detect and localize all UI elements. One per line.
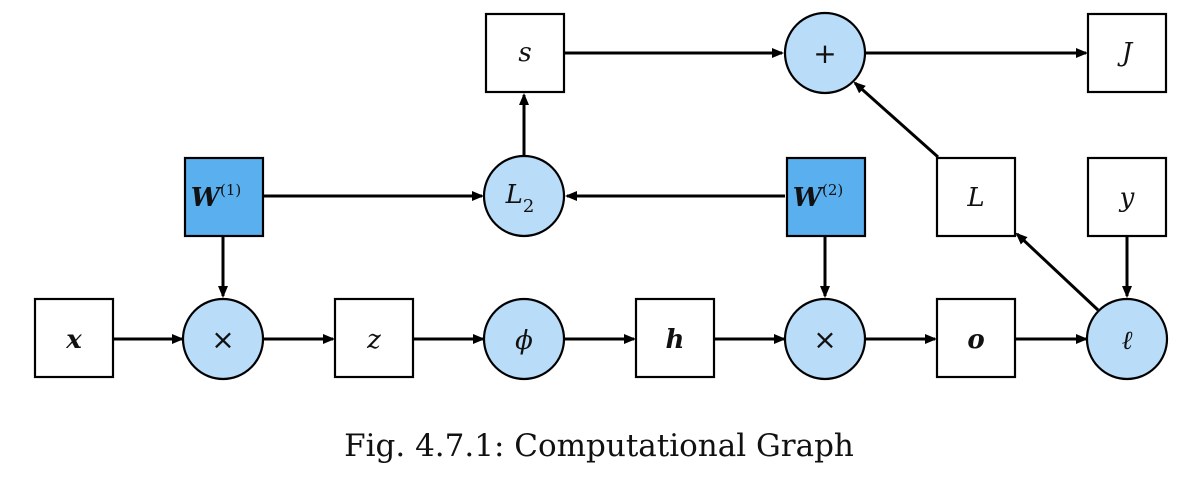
node-plus: + xyxy=(783,11,867,95)
node-x: x xyxy=(33,297,115,379)
computational-graph: x × z ϕ h × o ℓ W(1) L2 xyxy=(33,11,1169,381)
node-L-label: L xyxy=(966,183,984,213)
plus-symbol: + xyxy=(813,37,836,70)
node-J: J xyxy=(1086,12,1168,94)
node-W2: W(2) xyxy=(785,156,867,238)
node-z-label: z xyxy=(366,325,381,355)
node-y-label: y xyxy=(1119,183,1135,213)
node-s: s xyxy=(484,12,566,94)
node-loss: ℓ xyxy=(1085,297,1169,381)
node-z: z xyxy=(333,297,415,379)
node-L: L xyxy=(935,156,1017,238)
edges xyxy=(113,48,1132,344)
node-W2-label: W(2) xyxy=(793,181,843,213)
node-L2: L2 xyxy=(482,154,566,238)
node-L2-label: L2 xyxy=(505,180,535,217)
node-s-label: s xyxy=(518,38,531,68)
loss-symbol: ℓ xyxy=(1122,326,1133,356)
node-h: h xyxy=(634,297,716,379)
multiply-1-symbol: × xyxy=(211,323,234,356)
node-W1: W(1) xyxy=(183,156,265,238)
multiply-2-symbol: × xyxy=(813,323,836,356)
figure-caption: Fig. 4.7.1: Computational Graph xyxy=(344,428,854,464)
node-x-label: x xyxy=(65,325,82,355)
node-multiply-1: × xyxy=(181,297,265,381)
node-o: o xyxy=(935,297,1017,379)
node-h-label: h xyxy=(666,325,685,355)
node-phi: ϕ xyxy=(482,297,566,381)
node-y: y xyxy=(1086,156,1168,238)
node-J-label: J xyxy=(1117,38,1134,68)
node-W1-label: W(1) xyxy=(191,181,241,213)
edge-loss-to-L xyxy=(1015,232,1100,312)
node-o-label: o xyxy=(967,325,984,355)
edge-L-to-plus xyxy=(853,81,939,159)
phi-symbol: ϕ xyxy=(515,326,533,356)
node-multiply-2: × xyxy=(783,297,867,381)
